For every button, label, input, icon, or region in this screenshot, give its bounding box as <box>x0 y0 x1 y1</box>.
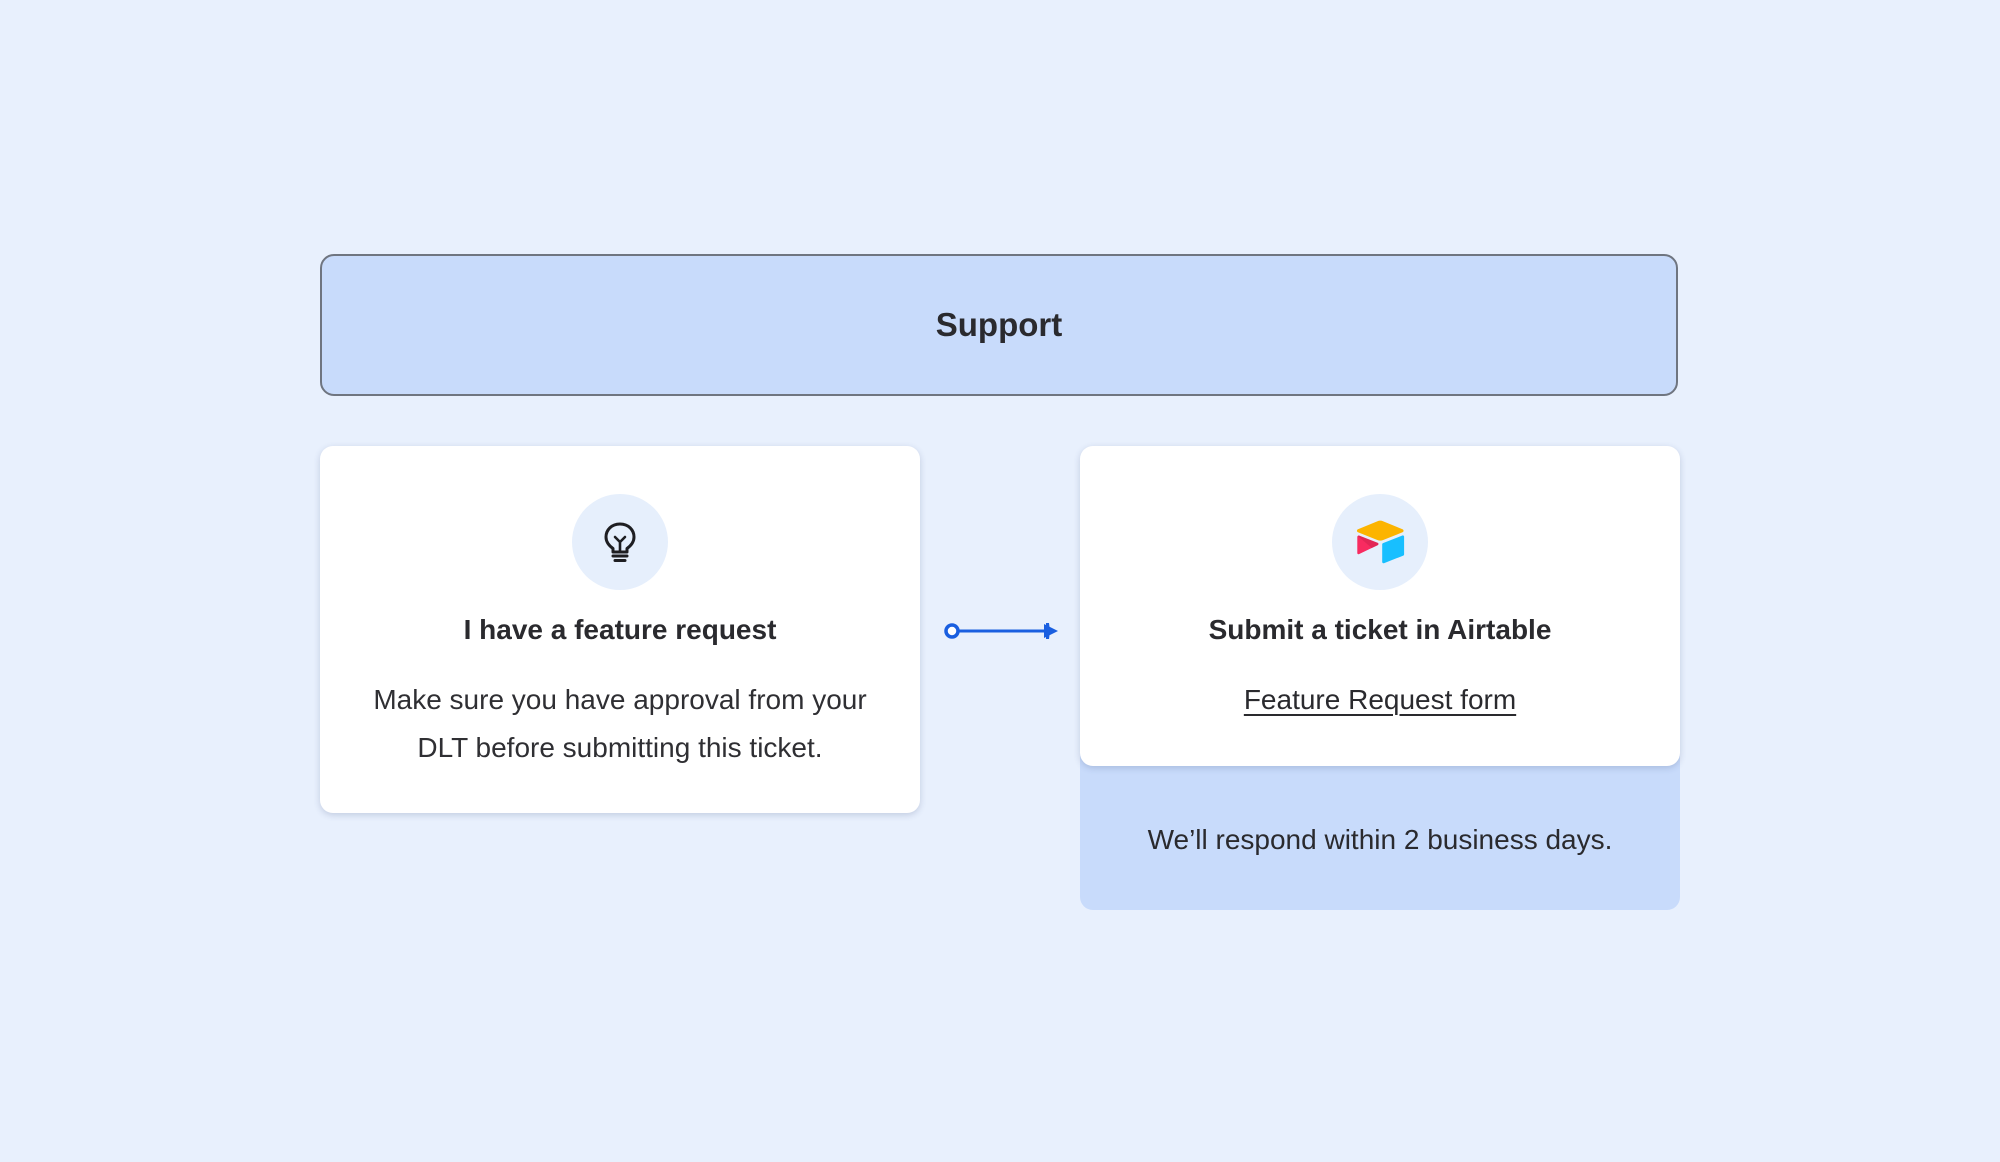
airtable-ticket-card: Submit a ticket in Airtable Feature Requ… <box>1080 446 1680 766</box>
airtable-icon-badge <box>1332 494 1428 590</box>
airtable-logo-icon <box>1356 520 1405 564</box>
feature-request-form-link[interactable]: Feature Request form <box>1243 684 1517 715</box>
lightbulb-icon-badge <box>572 494 668 590</box>
arrow-start-dot <box>944 623 960 639</box>
page-title: Support <box>935 306 1063 343</box>
support-header: Support <box>320 254 1678 396</box>
airtable-ticket-title: Submit a ticket in Airtable <box>1208 614 1552 645</box>
response-time-text: We’ll respond within 2 business days. <box>1147 824 1613 855</box>
feature-request-description: Make sure you have approval from your DL… <box>373 684 867 763</box>
lightbulb-icon <box>604 522 636 562</box>
feature-request-card: I have a feature request Make sure you h… <box>320 446 920 813</box>
feature-request-title: I have a feature request <box>463 614 777 645</box>
response-time-note: We’ll respond within 2 business days. <box>1080 750 1680 910</box>
flow-arrow <box>944 623 1058 639</box>
